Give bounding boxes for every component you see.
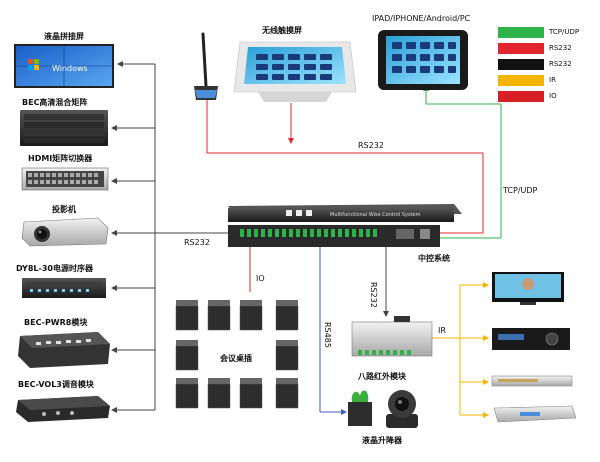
bec-vol3-module [16, 396, 110, 422]
link-label-io: IO [256, 274, 265, 283]
wireless-antenna [194, 32, 218, 100]
link-label-rs485: RS485 [323, 322, 332, 348]
legend-swatch-rs232-black [498, 59, 544, 70]
bec-pwr8-module [18, 332, 110, 368]
power-sequencer [22, 278, 106, 298]
legend-label-ir: IR [549, 76, 556, 84]
lcd-splicing-screen [14, 44, 114, 88]
tablet-device [378, 30, 468, 90]
legend [498, 27, 544, 102]
connection-lines [111, 61, 502, 418]
label-central-panel: Multifunctional Wise Control System [330, 212, 421, 218]
ir-module [351, 316, 433, 357]
label-vol3: BEC-VOL3调音模块 [18, 380, 94, 389]
wireless-touch-panel [233, 41, 357, 102]
label-windows: Windows [52, 64, 88, 73]
label-pwr8: BEC-PWR8模块 [24, 318, 88, 327]
windows-logo-icon [28, 59, 39, 70]
legend-label-tcp-udp: TCP/UDP [549, 28, 580, 36]
legend-swatch-io [498, 91, 544, 102]
link-label-rs232-top: RS232 [358, 141, 384, 150]
lcd-lift [348, 390, 372, 426]
label-hdmi-matrix: HDMI矩阵切换器 [28, 154, 93, 163]
label-central-control: 中控系统 [418, 254, 450, 263]
central-control-unit [228, 204, 462, 247]
legend-label-rs232-black: RS232 [549, 60, 572, 68]
link-label-rs232-left: RS232 [184, 238, 210, 247]
tv-display [492, 272, 564, 305]
legend-label-io: IO [549, 92, 557, 100]
label-lcd-lift: 液晶升降器 [362, 436, 402, 445]
av-receiver [492, 328, 570, 350]
legend-swatch-tcp-udp [498, 27, 544, 38]
label-power-sequencer: DY8L-30电源时序器 [16, 264, 93, 273]
label-wireless-touch: 无线触摸屏 [262, 26, 302, 35]
label-lcd-splicing: 液晶拼接屏 [44, 32, 84, 41]
link-label-rs232-vertical: RS232 [369, 282, 378, 308]
label-conference-desk: 会议桌插 [220, 354, 252, 363]
label-bec-matrix: BEC高清混合矩阵 [22, 98, 88, 107]
legend-label-rs232-red: RS232 [549, 44, 572, 52]
ptz-camera [386, 390, 418, 428]
link-label-ir: IR [438, 326, 446, 335]
link-label-tcp-udp: TCP/UDP [503, 186, 538, 195]
label-projector: 投影机 [52, 205, 76, 214]
hdmi-matrix-switcher [21, 167, 109, 191]
conference-desk-inserts [175, 300, 299, 409]
legend-swatch-rs232-red [498, 43, 544, 54]
label-tablet: IPAD/IPHONE/Android/PC [372, 14, 471, 23]
set-top-box [493, 405, 577, 423]
legend-swatch-ir [498, 75, 544, 86]
bec-hybrid-matrix [20, 110, 108, 146]
label-ir-module: 八路红外模块 [358, 372, 406, 381]
dvd-player [491, 375, 573, 387]
projector [21, 217, 109, 247]
